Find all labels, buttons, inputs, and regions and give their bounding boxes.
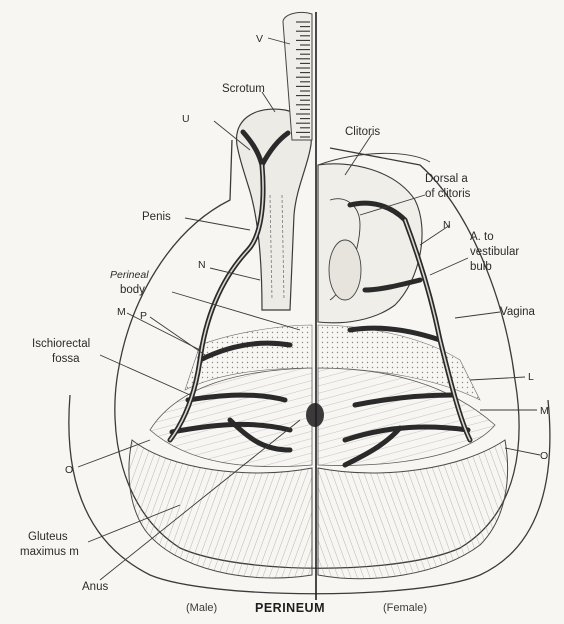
- label-a-to-line1: A. to: [470, 231, 494, 243]
- label-m-left: M: [117, 306, 126, 318]
- label-vagina: Vagina: [500, 306, 536, 318]
- label-dorsal-a-line1: Dorsal a: [425, 173, 468, 185]
- caption-male: (Male): [186, 602, 217, 614]
- label-penis: Penis: [142, 211, 171, 223]
- label-gluteus-line1: Gluteus: [28, 531, 68, 543]
- label-o-right: O: [540, 450, 548, 462]
- label-v-top: V: [256, 33, 263, 45]
- label-gluteus-line2: maximus m: [20, 546, 79, 558]
- label-perineal-line2: body: [120, 284, 145, 296]
- label-clitoris: Clitoris: [345, 126, 380, 138]
- label-anus: Anus: [82, 581, 108, 593]
- label-scrotum: Scrotum: [222, 83, 265, 95]
- label-n-left: N: [198, 259, 206, 271]
- caption-female: (Female): [383, 602, 427, 614]
- label-o-left: O: [65, 464, 73, 476]
- caption-title: PERINEUM: [255, 601, 325, 615]
- label-ischiorectal-line1: Ischiorectal: [32, 338, 90, 350]
- figure-caption: (Male) PERINEUM (Female): [186, 601, 427, 615]
- label-a-to-line2: vestibular: [470, 246, 519, 258]
- label-perineal-line1: Perineal: [110, 269, 149, 281]
- label-m-right: M: [540, 405, 549, 417]
- label-p-left: P: [140, 310, 147, 322]
- label-u: U: [182, 113, 190, 125]
- label-n-right: N: [443, 219, 451, 231]
- label-l-right: L: [528, 371, 534, 383]
- label-a-to-line3: bulb: [470, 261, 492, 273]
- label-dorsal-a-line2: of clitoris: [425, 188, 471, 200]
- label-ischiorectal-line2: fossa: [52, 353, 80, 365]
- anus: [306, 403, 324, 427]
